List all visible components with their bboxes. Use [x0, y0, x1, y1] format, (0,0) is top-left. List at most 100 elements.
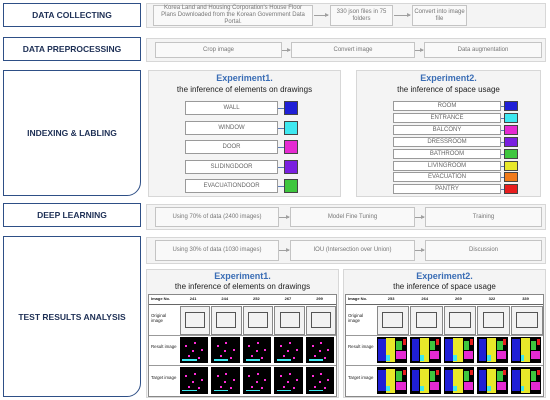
row-divider	[149, 334, 336, 336]
row-label: Target image	[151, 374, 177, 380]
row-label: Target image	[348, 374, 374, 380]
floorplan-thumbnail	[443, 306, 477, 335]
data-augmentation-box: Data augmentation	[424, 42, 542, 58]
floorplan-thumbnail	[274, 306, 305, 335]
stage-data-preprocessing: DATA PREPROCESSING	[3, 37, 141, 61]
results2-title: Experiment2.	[416, 271, 473, 281]
inference-image	[443, 367, 475, 394]
column-header: 339	[522, 296, 529, 301]
label-slidingdoor: SLIDINGDOOR	[185, 159, 278, 174]
inference-image	[376, 336, 408, 364]
column-header: 322	[488, 296, 496, 301]
column-header: 267	[284, 296, 292, 301]
source-box: Korea Land and Housing Corporation's Hou…	[153, 5, 313, 26]
color-swatch-room	[504, 101, 518, 111]
label-entrance: ENTRANCE	[393, 112, 501, 123]
inference-image	[376, 367, 408, 394]
floorplan-thumbnail	[305, 306, 337, 335]
label-room: ROOM	[393, 101, 501, 111]
inference-image	[274, 336, 303, 364]
inference-image	[510, 336, 542, 364]
arrow	[415, 48, 424, 52]
exp2-subtitle: the inference of space usage	[397, 85, 500, 94]
connector-line	[501, 129, 504, 131]
color-swatch-entrance	[504, 112, 518, 123]
floorplan-thumbnail	[179, 306, 211, 335]
convert-image-box: Convert image	[291, 42, 415, 58]
color-swatch-bathroom	[504, 148, 518, 159]
row-label: Result image	[151, 344, 177, 349]
column-header: 252	[253, 296, 260, 301]
color-swatch-evacuationdoor	[284, 179, 298, 193]
connector-line	[501, 117, 504, 119]
arrow	[279, 248, 290, 252]
inference-image	[477, 336, 508, 364]
results1-subtitle: the inference of elements on drawings	[174, 282, 311, 291]
label-livingroom: LIVINGROOM	[393, 160, 501, 171]
column-header: 244	[221, 296, 229, 301]
train-data-box: Using 70% of data (2400 images)	[155, 207, 279, 227]
label-wall: WALL	[185, 101, 278, 115]
color-swatch-slidingdoor	[284, 159, 298, 174]
label-door: DOOR	[185, 140, 278, 154]
connector-line	[278, 166, 284, 168]
stage-test-results-analysis: TEST RESULTS ANALYSIS	[3, 236, 141, 397]
connector-line	[501, 165, 504, 167]
connector-line	[278, 186, 284, 187]
column-header: 264	[421, 296, 429, 301]
row-label: Result image	[348, 344, 374, 349]
inference-image	[242, 336, 272, 364]
inference-image	[305, 367, 335, 394]
stage-deep-learning: DEEP LEARNING	[3, 203, 141, 227]
inference-image	[179, 336, 209, 364]
row-divider	[346, 365, 543, 366]
row-divider	[346, 334, 543, 336]
column-header: 253	[387, 296, 395, 301]
exp1-subtitle: the inference of elements on drawings	[176, 85, 313, 94]
convert-box: Convert into image file	[412, 5, 467, 26]
results2-subtitle: the inference of space usage	[393, 282, 496, 291]
inference-image	[274, 367, 303, 394]
color-swatch-dressroom	[504, 136, 518, 147]
floorplan-thumbnail	[477, 306, 510, 335]
discussion-box: Discussion	[425, 240, 542, 261]
label-window: WINDOW	[185, 120, 278, 135]
table-header-label: Image No.	[151, 296, 171, 301]
label-evacuationdoor: EVACUATIONDOOR	[185, 179, 278, 193]
arrow	[279, 215, 290, 219]
floorplan-thumbnail	[242, 306, 274, 335]
column-header: 269	[455, 296, 462, 301]
stage-data-collecting: DATA COLLECTING	[3, 3, 141, 27]
table-header-label: Image No.	[348, 296, 368, 301]
inference-image	[443, 336, 475, 364]
label-evacuation: EVACUATION	[393, 172, 501, 183]
arrow	[415, 215, 425, 219]
stage-indexing-labeling: INDEXING & LABLING	[3, 70, 141, 196]
arrow	[282, 48, 291, 52]
label-dressroom: DRESSROOM	[393, 136, 501, 147]
inference-image	[211, 367, 240, 394]
exp2-title: Experiment2.	[420, 73, 477, 83]
floorplan-thumbnail	[510, 306, 544, 335]
color-swatch-livingroom	[504, 160, 518, 171]
header-divider	[149, 304, 336, 305]
test-data-box: Using 30% of data (1030 images)	[155, 240, 279, 261]
arrow	[394, 13, 411, 17]
training-box: Training	[425, 207, 542, 227]
crop-image-box: Crop image	[155, 42, 282, 58]
floorplan-thumbnail	[410, 306, 443, 335]
row-label: Original image	[348, 313, 364, 324]
row-divider	[149, 365, 336, 366]
inference-image	[477, 367, 508, 394]
arrow	[415, 248, 425, 252]
inference-image	[305, 336, 335, 364]
row-label: Original image	[151, 313, 167, 324]
connector-line	[501, 106, 504, 107]
results1-title: Experiment1.	[214, 271, 271, 281]
connector-line	[501, 177, 504, 179]
connector-line	[278, 127, 284, 129]
connector-line	[278, 108, 284, 109]
connector-line	[501, 189, 504, 191]
